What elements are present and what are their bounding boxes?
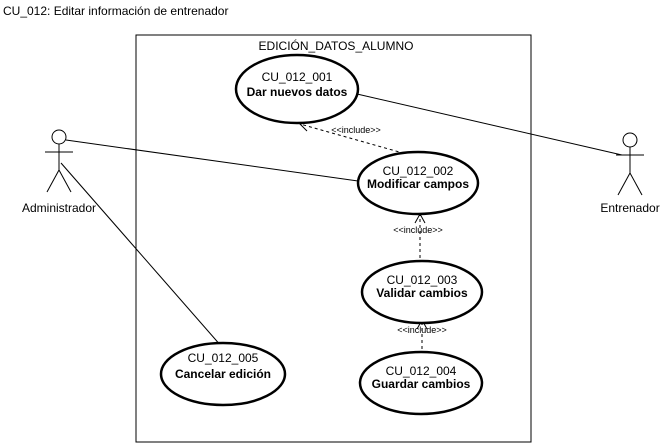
use-case-id: CU_012_005 (188, 351, 259, 365)
use-case-name: Validar cambios (376, 286, 468, 300)
include-validar-modificar (414, 212, 426, 264)
actor-entrenador-label: Entrenador (600, 201, 659, 215)
include-label-2: <<include>> (393, 225, 443, 235)
diagram-title: CU_012: Editar información de entrenador (3, 4, 228, 18)
use-case-name: Dar nuevos datos (247, 85, 348, 99)
association-admin-cancelar (60, 162, 223, 348)
actor-administrador-label: Administrador (22, 201, 96, 215)
use-case-name: Guardar cambios (372, 377, 471, 391)
use-case-id: CU_012_003 (387, 273, 458, 287)
actor-entrenador[interactable]: Entrenador (600, 132, 660, 215)
stick-figure-icon (616, 132, 644, 196)
stick-figure-icon (45, 129, 73, 193)
actor-administrador[interactable]: Administrador (22, 129, 96, 215)
use-case-cancelar-edicion[interactable]: CU_012_005 Cancelar edición (159, 341, 287, 407)
use-case-name: Cancelar edición (175, 367, 271, 381)
system-boundary (135, 34, 532, 443)
association-entrenador-dar-datos (356, 93, 623, 156)
include-label-1: <<include>> (331, 125, 381, 135)
include-label-3: <<include>> (397, 325, 447, 335)
use-case-modificar-campos[interactable]: CU_012_002 Modificar campos (356, 150, 480, 216)
use-case-guardar-cambios[interactable]: CU_012_004 Guardar cambios (358, 350, 484, 416)
use-case-id: CU_012_004 (386, 364, 457, 378)
use-case-dar-nuevos-datos[interactable]: CU_012_001 Dar nuevos datos (234, 53, 360, 125)
use-case-id: CU_012_002 (383, 164, 454, 178)
use-case-validar-cambios[interactable]: CU_012_003 Validar cambios (360, 259, 484, 325)
association-admin-modificar (65, 139, 359, 182)
use-case-name: Modificar campos (367, 177, 469, 191)
system-boundary-title: EDICIÓN_DATOS_ALUMNO (259, 38, 414, 53)
use-case-id: CU_012_001 (262, 70, 333, 84)
